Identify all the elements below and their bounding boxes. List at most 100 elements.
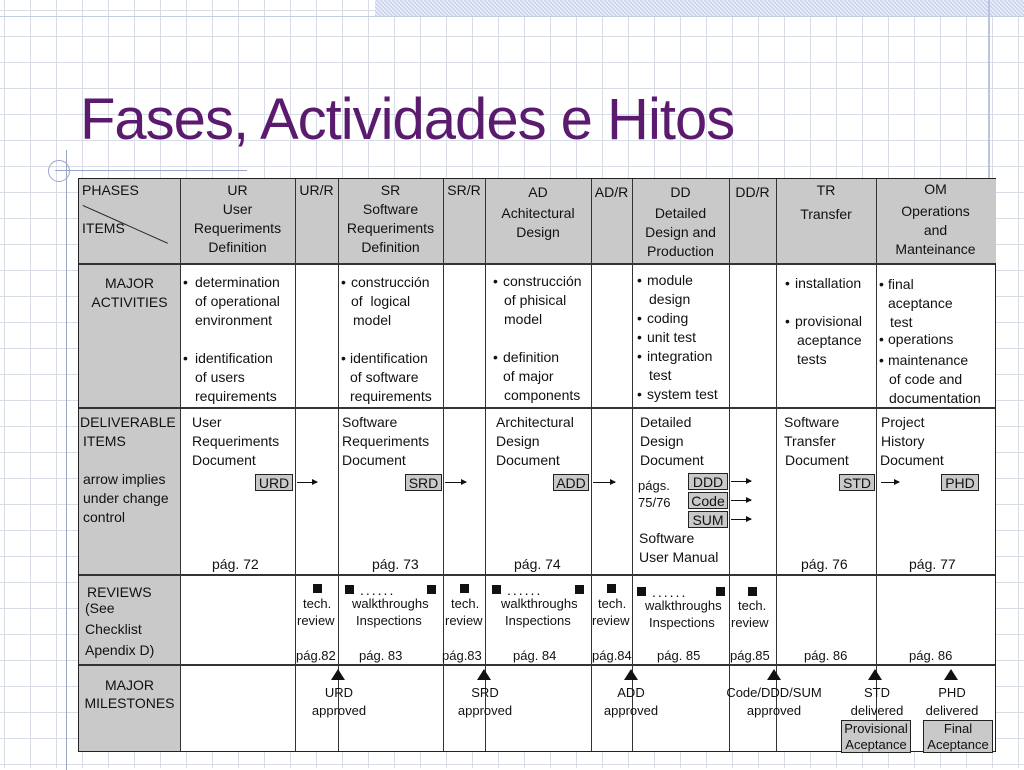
milestone-marker — [767, 669, 781, 680]
col-divider — [443, 179, 444, 751]
header-ad-line: Achitectural — [501, 205, 575, 221]
milestone-text: delivered — [925, 703, 979, 718]
activity-text: requirements — [350, 388, 432, 404]
page-ref: pág. 86 — [909, 648, 953, 663]
deliverable-text: Document — [880, 452, 944, 468]
page-ref: pág. 84 — [513, 648, 557, 663]
activity-bullet: • — [493, 349, 498, 365]
activity-text: of logical — [351, 293, 411, 309]
final-acceptance-box: Final Aceptance — [923, 720, 993, 753]
milestone-text: Code/DDD/SUM — [726, 685, 822, 700]
phd-box: PHD — [941, 474, 979, 491]
deliverable-text: Design — [640, 433, 684, 449]
activity-bullet: • — [183, 350, 188, 366]
srd-box: SRD — [405, 474, 442, 491]
activity-bullet: • — [637, 329, 642, 345]
deliverable-text: Design — [496, 433, 540, 449]
activity-text: requirements — [195, 388, 277, 404]
deliverables-label: DELIVERABLE — [80, 414, 176, 430]
header-tr-code: TR — [816, 182, 836, 198]
col-divider — [295, 179, 296, 751]
box-line: Aceptance — [927, 737, 989, 752]
header-sr-line: Requeriments — [346, 220, 435, 236]
sum-box: SUM — [688, 511, 728, 528]
col-divider — [729, 179, 730, 751]
milestone-text: SRD — [471, 685, 499, 700]
activity-bullet: • — [341, 350, 346, 366]
review-marker — [575, 585, 584, 594]
col-divider — [338, 179, 339, 751]
review-marker — [607, 584, 616, 593]
row-divider — [79, 574, 995, 576]
header-om-line: and — [923, 222, 948, 238]
review-marker — [637, 587, 646, 596]
milestone-text: approved — [457, 703, 513, 718]
page-ref: 75/76 — [638, 495, 671, 510]
activity-text: final — [888, 276, 914, 292]
change-control-arrow — [731, 478, 752, 484]
activity-text: documentation — [889, 390, 981, 406]
milestone-text: ADD — [617, 685, 645, 700]
deliverable-text: History — [881, 433, 925, 449]
reviews-label: Checklist — [85, 621, 142, 637]
header-ur-line: User — [222, 201, 253, 217]
header-dd-line: Design and — [645, 224, 716, 240]
reviews-label: REVIEWS — [87, 584, 152, 600]
review-dots: ...... — [507, 582, 543, 598]
col-divider — [632, 179, 633, 751]
provisional-acceptance-box: Provisional Aceptance — [841, 720, 911, 753]
col-divider — [876, 179, 877, 751]
milestone-text: approved — [311, 703, 367, 718]
header-urr: UR/R — [299, 182, 334, 198]
change-control-arrow — [731, 516, 752, 522]
milestone-marker — [331, 669, 345, 680]
box-line: Aceptance — [845, 737, 907, 752]
activity-text: model — [504, 311, 543, 327]
decorative-band — [375, 0, 1024, 16]
header-dd-line: Production — [647, 243, 714, 259]
activity-bullet: • — [637, 272, 642, 288]
header-om-line: Operations — [901, 203, 970, 219]
review-dots: ...... — [360, 582, 396, 598]
header-phases: PHASES — [82, 182, 139, 198]
header-dd-code: DD — [670, 184, 691, 200]
deliverable-text: User Manual — [639, 549, 719, 565]
page-ref: pág. 85 — [657, 648, 701, 663]
box-line: Final — [943, 721, 973, 736]
deliverables-label: under change — [83, 490, 169, 506]
activity-text: of major — [503, 368, 554, 384]
deliverable-text: User — [192, 414, 222, 430]
add-box: ADD — [553, 474, 589, 491]
header-adr: AD/R — [594, 184, 629, 200]
activity-text: of code and — [889, 371, 963, 387]
activity-text: test — [890, 314, 913, 330]
tech-review-text: review — [445, 613, 483, 628]
activity-text: model — [353, 312, 392, 328]
box-line: Provisional — [844, 721, 908, 736]
milestone-text: approved — [746, 703, 802, 718]
page-ref: pág. 77 — [909, 556, 956, 572]
milestone-text: delivered — [850, 703, 904, 718]
change-control-arrow — [593, 479, 616, 485]
header-om-line: Manteinance — [895, 241, 976, 257]
col-divider — [591, 179, 592, 751]
activity-text: integration — [647, 348, 713, 364]
activity-text: of users — [195, 369, 245, 385]
page-ref: pág. 86 — [804, 648, 848, 663]
phases-table: PHASES ITEMS UR User Requeriments Defini… — [78, 178, 996, 753]
milestone-text: PHD — [938, 685, 966, 700]
deliverable-text: Project — [881, 414, 925, 430]
milestone-marker — [477, 669, 491, 680]
activity-text: identification — [350, 350, 428, 366]
activity-text: construcción — [351, 274, 430, 290]
tech-review-text: tech. — [598, 596, 627, 611]
decorative-circle — [48, 160, 70, 182]
activity-bullet: • — [879, 331, 884, 347]
urd-box: URD — [255, 474, 293, 491]
header-dd-line: Detailed — [654, 205, 707, 221]
walkthrough-text: walkthroughs — [352, 596, 429, 611]
header-srr: SR/R — [447, 182, 481, 198]
milestone-text: URD — [324, 685, 354, 700]
deliverable-text: Document — [192, 452, 256, 468]
page-ref: pág. 83 — [359, 648, 403, 663]
